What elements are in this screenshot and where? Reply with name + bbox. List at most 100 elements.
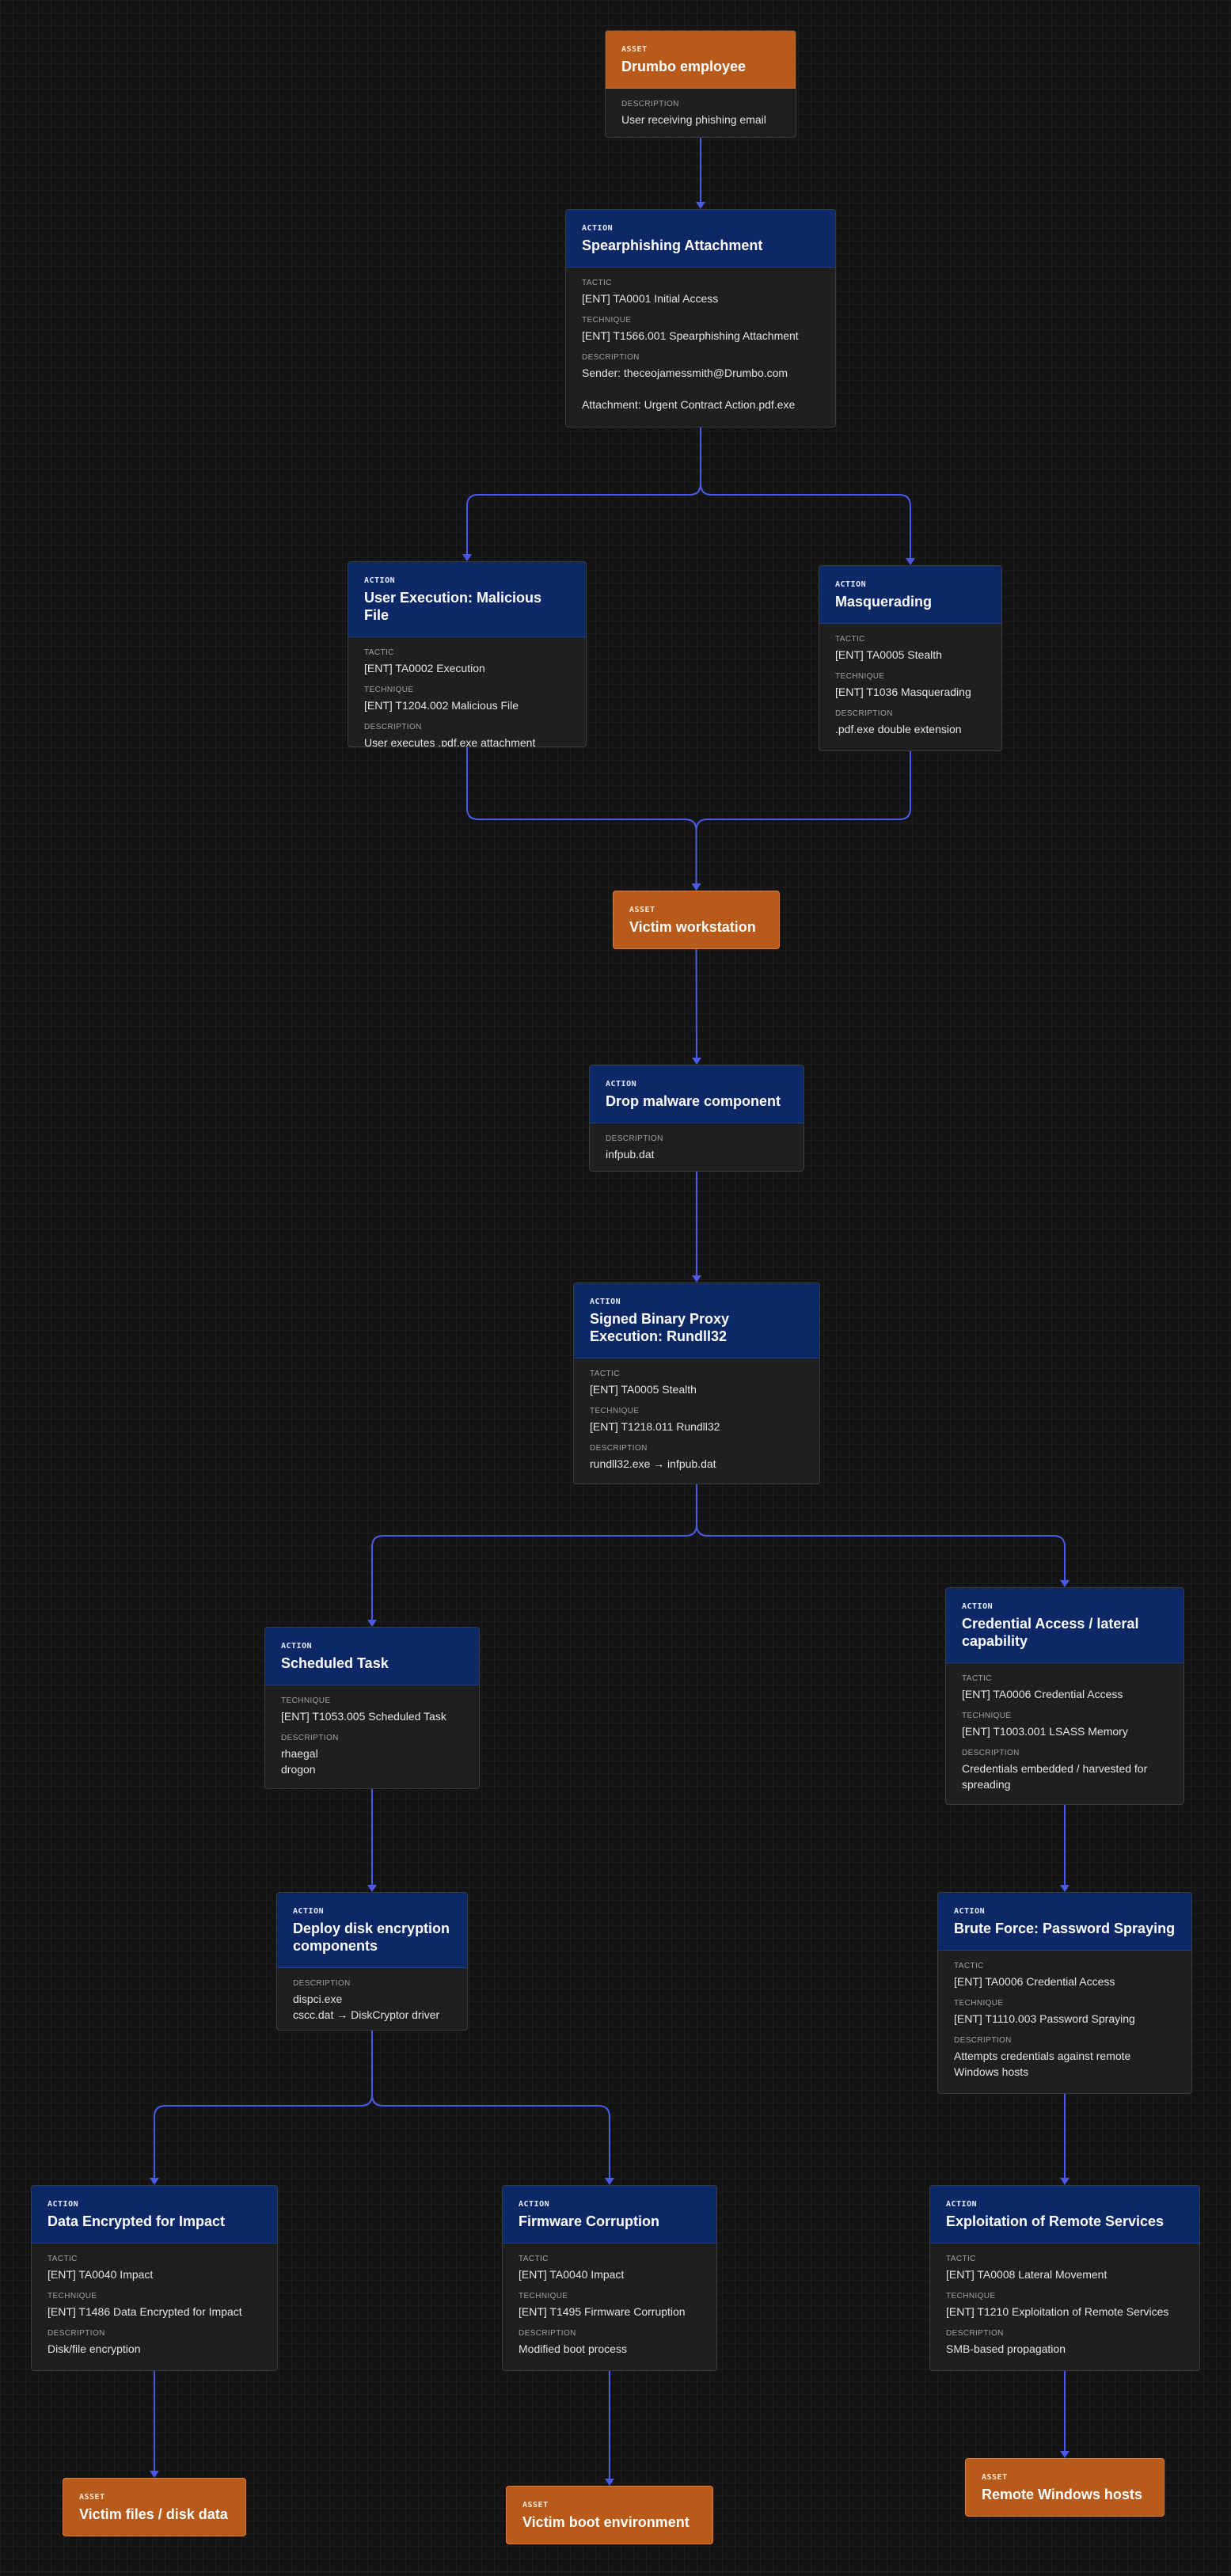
field-value: [ENT] TA0008 Lateral Movement bbox=[946, 2268, 1108, 2281]
field-value: Modified boot process bbox=[519, 2342, 627, 2355]
field-label: TECHNIQUE bbox=[946, 2292, 996, 2301]
field-label: DESCRIPTION bbox=[621, 100, 679, 108]
node-field-technique: TECHNIQUE [ENT] T1110.003 Password Sprayi… bbox=[954, 1999, 1176, 2027]
field-label: TECHNIQUE bbox=[954, 1999, 1004, 2008]
field-label: TECHNIQUE bbox=[835, 672, 885, 681]
node-kind-label: ACTION bbox=[835, 580, 867, 589]
node-field-technique: TECHNIQUE[ENT] T1486 Data Encrypted for … bbox=[47, 2292, 261, 2320]
node-title: Drop malware component bbox=[606, 1093, 781, 1109]
field-value: [ENT] T1486 Data Encrypted for Impact bbox=[47, 2305, 242, 2318]
node-field-description: DESCRIPTION infpub.dat bbox=[606, 1134, 788, 1162]
field-label: TACTIC bbox=[946, 2255, 976, 2263]
field-value: Credentials embedded / harvested for spr… bbox=[962, 1762, 1148, 1791]
node-field-technique: TECHNIQUE[ENT] T1495 Firmware Corruption bbox=[519, 2292, 701, 2320]
field-label: TECHNIQUE bbox=[590, 1407, 640, 1415]
field-label: DESCRIPTION bbox=[606, 1134, 663, 1143]
node-title: Spearphishing Attachment bbox=[582, 237, 763, 253]
field-value: [ENT] TA0002 Execution bbox=[364, 662, 485, 674]
field-label: DESCRIPTION bbox=[946, 2329, 1004, 2338]
field-label: TACTIC bbox=[590, 1370, 620, 1378]
field-label: TECHNIQUE bbox=[582, 316, 632, 325]
field-value: [ENT] T1110.003 Password Spraying bbox=[954, 2012, 1135, 2025]
field-value: Disk/file encryption bbox=[47, 2342, 141, 2355]
node-title: Signed Binary Proxy Execution: Rundll32 bbox=[590, 1311, 730, 1344]
field-label: TECHNIQUE bbox=[364, 686, 414, 694]
node-field-technique: TECHNIQUE [ENT] T1210 Exploitation of Rem… bbox=[946, 2292, 1184, 2320]
edge-arrowhead-n6-n7 bbox=[692, 1275, 701, 1282]
edge-n7-n9 bbox=[696, 1484, 1066, 1581]
edge-arrowhead-n5-n6 bbox=[692, 1058, 701, 1065]
field-label: DESCRIPTION bbox=[835, 709, 893, 718]
field-value: [ENT] TA0001 Initial Access bbox=[582, 292, 719, 305]
edge-arrowhead-n4-n5 bbox=[691, 883, 701, 891]
field-value: infpub.dat bbox=[606, 1148, 655, 1161]
field-value: [ENT] T1210 Exploitation of Remote Servi… bbox=[946, 2305, 1169, 2318]
edge-arrowhead-n1-n2 bbox=[696, 202, 705, 209]
node-field-tactic: TACTIC[ENT] TA0001 Initial Access bbox=[582, 279, 819, 306]
node-kind-label: ASSET bbox=[982, 2473, 1008, 2482]
field-value: Sender: theceojamessmith@Drumbo.com Atta… bbox=[582, 367, 796, 411]
field-label: DESCRIPTION bbox=[293, 1979, 351, 1988]
field-label: DESCRIPTION bbox=[954, 2036, 1012, 2045]
node-kind-label: ACTION bbox=[519, 2200, 550, 2209]
node-field-technique: TECHNIQUE[ENT] T1566.001 Spearphishing A… bbox=[582, 316, 819, 344]
field-value: dispci.exe cscc.dat → DiskCryptor driver bbox=[293, 1993, 440, 2021]
node-field-description: DESCRIPTION dispci.exe cscc.dat → DiskCry… bbox=[293, 1979, 451, 2023]
edge-n2-n3 bbox=[466, 427, 701, 555]
node-field-tactic: TACTIC[ENT] TA0040 Impact bbox=[47, 2255, 261, 2282]
node-title: User Execution: Malicious File bbox=[364, 590, 542, 623]
node-kind-label: ACTION bbox=[47, 2200, 79, 2209]
edge-n2-n4 bbox=[700, 427, 911, 559]
edge-arrowhead-n12-n15 bbox=[150, 2471, 159, 2478]
edge-arrowhead-n7-n9 bbox=[1060, 1580, 1070, 1587]
field-value: Attempts credentials against remote Wind… bbox=[954, 2050, 1131, 2078]
node-field-description: DESCRIPTION.pdf.exe double extension bbox=[835, 709, 986, 737]
node-field-technique: TECHNIQUE[ENT] T1218.011 Rundll32 bbox=[590, 1407, 804, 1434]
field-value: [ENT] T1036 Masquerading bbox=[835, 686, 971, 698]
node-field-tactic: TACTIC[ENT] TA0040 Impact bbox=[519, 2255, 701, 2282]
node-title: Brute Force: Password Spraying bbox=[954, 1921, 1176, 1936]
field-value: [ENT] T1003.001 LSASS Memory bbox=[962, 1725, 1128, 1738]
node-title: Victim workstation bbox=[629, 919, 756, 935]
node-kind-label: ACTION bbox=[293, 1907, 325, 1916]
field-value: User executes .pdf.exe attachment bbox=[364, 736, 536, 747]
field-value: [ENT] T1204.002 Malicious File bbox=[364, 699, 519, 712]
edge-arrowhead-n8-n10 bbox=[367, 1885, 377, 1892]
node-body: DESCRIPTION infpub.dat bbox=[590, 1123, 804, 1171]
